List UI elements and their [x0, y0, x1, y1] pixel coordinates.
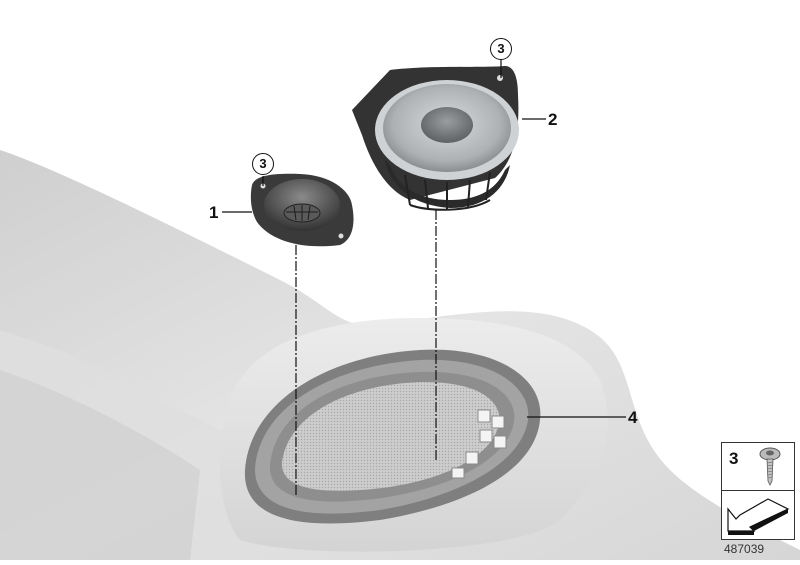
legend-box: 3 — [721, 442, 795, 540]
callout-3-tweeter[interactable]: 3 — [252, 153, 274, 175]
assembly-lines — [295, 210, 437, 496]
legend-item-cell[interactable]: 3 — [722, 443, 794, 491]
screw-icon — [759, 447, 781, 486]
diagram-part-number: 487039 — [724, 542, 765, 556]
leader-lines — [222, 60, 626, 418]
callout-2[interactable]: 2 — [548, 110, 558, 129]
legend-item-number: 3 — [729, 449, 739, 468]
speaker-grille — [244, 349, 541, 524]
callout-4[interactable]: 4 — [628, 408, 638, 427]
midrange-speaker — [352, 66, 519, 211]
tweeter — [250, 173, 354, 247]
direction-arrow-icon[interactable] — [726, 495, 790, 535]
callout-1[interactable]: 1 — [209, 203, 219, 222]
callout-3-speaker[interactable]: 3 — [490, 38, 512, 60]
